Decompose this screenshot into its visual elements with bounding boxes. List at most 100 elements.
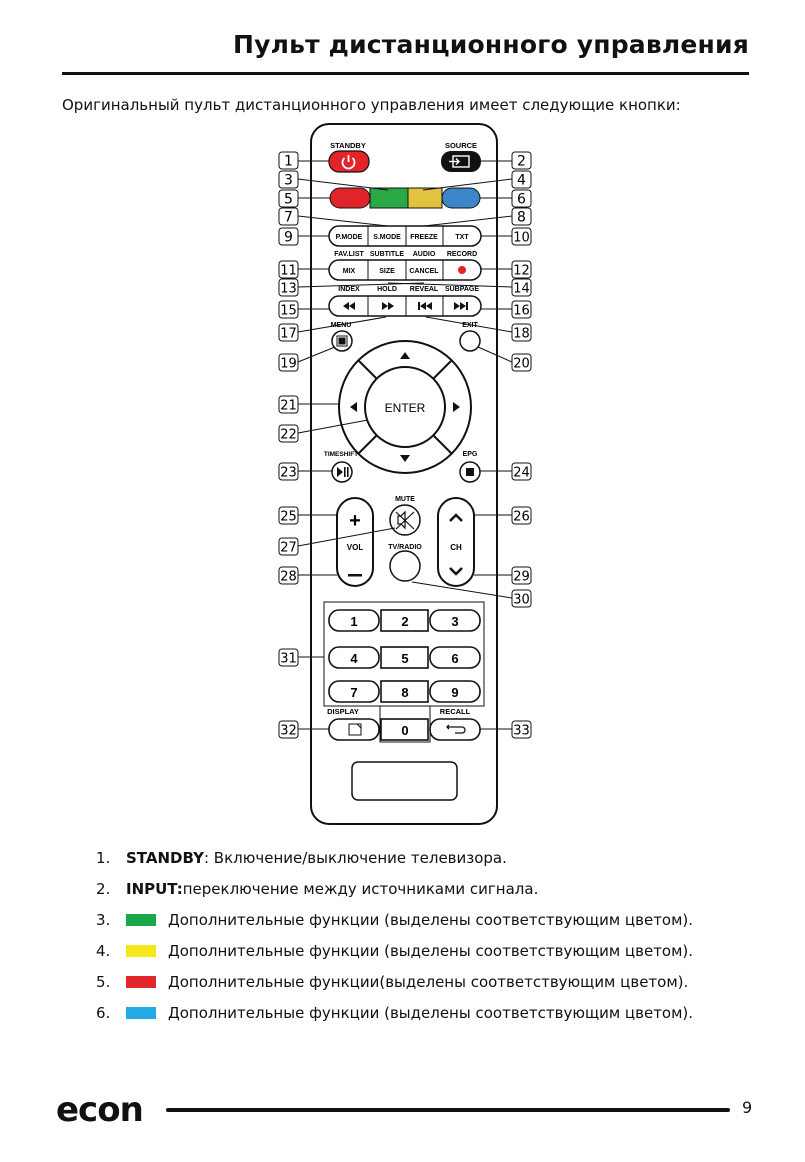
callout-29: 29	[513, 570, 530, 585]
callout-28: 28	[280, 570, 297, 585]
display-label: DISPLAY	[327, 707, 359, 716]
callout-7: 7	[284, 210, 293, 226]
callout-16: 16	[513, 304, 530, 319]
reveal-label: REVEAL	[410, 286, 439, 293]
list-text: Дополнительные функции (выделены соответ…	[168, 910, 694, 929]
color-buttons	[329, 187, 481, 209]
vol-plus-icon[interactable]: +	[349, 510, 361, 532]
key-3[interactable]: 3	[451, 614, 458, 629]
callout-9: 9	[284, 230, 293, 246]
freeze-button[interactable]: FREEZE	[410, 234, 438, 241]
display-icon	[348, 723, 362, 736]
list-number: 4.	[96, 941, 111, 960]
favlist-label: FAV.LIST	[334, 251, 364, 258]
key-4[interactable]: 4	[350, 651, 358, 666]
down-arrow-icon[interactable]	[400, 455, 410, 462]
enter-button[interactable]: ENTER	[385, 401, 426, 415]
size-button[interactable]: SIZE	[379, 268, 395, 275]
callout-6: 6	[517, 192, 526, 208]
page-number: 9	[742, 1098, 753, 1117]
mix-button[interactable]: MIX	[343, 268, 356, 275]
record-button[interactable]	[458, 266, 466, 274]
play-pause-icon	[337, 467, 349, 477]
menu-label: MENU	[331, 322, 352, 329]
key-0[interactable]: 0	[401, 723, 408, 738]
vol-label: VOL	[347, 543, 364, 552]
footer-rule	[166, 1108, 730, 1112]
exit-button[interactable]	[459, 330, 481, 352]
callout-15: 15	[280, 304, 297, 319]
callout-4: 4	[517, 173, 526, 189]
callout-5: 5	[284, 192, 293, 208]
key-2[interactable]: 2	[401, 614, 408, 629]
list-number: 5.	[96, 972, 111, 991]
list-term: INPUT:	[126, 879, 183, 898]
key-1[interactable]: 1	[350, 614, 357, 629]
ir-window	[351, 761, 458, 801]
index-label: INDEX	[338, 286, 360, 293]
left-arrow-icon[interactable]	[350, 402, 357, 412]
callout-26: 26	[513, 510, 530, 525]
callout-19: 19	[280, 357, 297, 372]
stop-icon	[466, 468, 474, 476]
key-8[interactable]: 8	[401, 685, 408, 700]
list-text: Дополнительные функции (выделены соответ…	[168, 941, 694, 960]
epg-label: EPG	[463, 451, 478, 458]
green-button[interactable]	[369, 187, 409, 209]
callout-33: 33	[513, 724, 530, 739]
vol-minus-icon[interactable]	[348, 574, 362, 577]
blue-button[interactable]	[441, 187, 481, 209]
leader-lines	[297, 160, 513, 730]
list-text: переключение между источниками сигнала.	[182, 879, 539, 898]
keypad	[328, 609, 481, 703]
smode-button[interactable]: S.MODE	[373, 234, 401, 241]
yellow-button[interactable]	[407, 187, 443, 209]
red-button[interactable]	[329, 187, 371, 209]
source-button[interactable]	[441, 151, 481, 172]
recall-label: RECALL	[440, 707, 471, 716]
callout-23: 23	[280, 466, 297, 481]
list-term: STANDBY	[126, 848, 204, 867]
hold-label: HOLD	[377, 286, 397, 293]
callout-30: 30	[513, 593, 530, 608]
cancel-button[interactable]: CANCEL	[409, 268, 439, 275]
remote-diagram: STANDBY SOURCE P.MODE S.MODE FREEZE TXT …	[278, 123, 532, 825]
next-icon[interactable]	[454, 302, 468, 310]
display-button[interactable]	[328, 718, 380, 741]
up-arrow-icon[interactable]	[400, 352, 410, 359]
callout-11: 11	[280, 264, 297, 279]
callouts: 1 3 5 7 9 11 13 15 17 19 21 22 23 25 27 …	[278, 151, 532, 739]
source-label: SOURCE	[445, 141, 477, 150]
callout-22: 22	[280, 428, 297, 443]
channel-rocker[interactable]	[437, 497, 475, 587]
ch-label: CH	[450, 543, 462, 552]
tvradio-label: TV/RADIO	[388, 544, 422, 551]
zero-button[interactable]	[380, 718, 429, 741]
rewind-icon[interactable]	[343, 302, 355, 310]
menu-icon	[336, 335, 348, 347]
txt-button[interactable]: TXT	[455, 234, 469, 241]
ch-up-icon[interactable]	[449, 513, 463, 522]
key-6[interactable]: 6	[451, 651, 458, 666]
pmode-button[interactable]: P.MODE	[336, 234, 363, 241]
previous-icon[interactable]	[418, 302, 432, 310]
fast-forward-icon[interactable]	[382, 302, 394, 310]
callout-18: 18	[513, 327, 530, 342]
key-9[interactable]: 9	[451, 685, 458, 700]
tvradio-button[interactable]	[389, 550, 421, 582]
recall-icon	[446, 724, 466, 734]
callout-1: 1	[284, 154, 293, 170]
list-item: 2. INPUT: переключение между источниками…	[96, 873, 693, 904]
button-description-list: 1. STANDBY : Включение/выключение телеви…	[96, 842, 693, 1028]
page-title: Пульт дистанционного управления	[232, 30, 749, 59]
list-number: 1.	[96, 848, 111, 867]
right-arrow-icon[interactable]	[453, 402, 460, 412]
key-7[interactable]: 7	[350, 685, 357, 700]
key-5[interactable]: 5	[401, 651, 408, 666]
subtitle-label: SUBTITLE	[370, 251, 405, 258]
recall-button[interactable]	[429, 718, 481, 741]
volume-rocker[interactable]	[336, 497, 374, 587]
list-item: 4. Дополнительные функции (выделены соот…	[96, 935, 693, 966]
ch-down-icon[interactable]	[449, 567, 463, 576]
list-number: 3.	[96, 910, 111, 929]
